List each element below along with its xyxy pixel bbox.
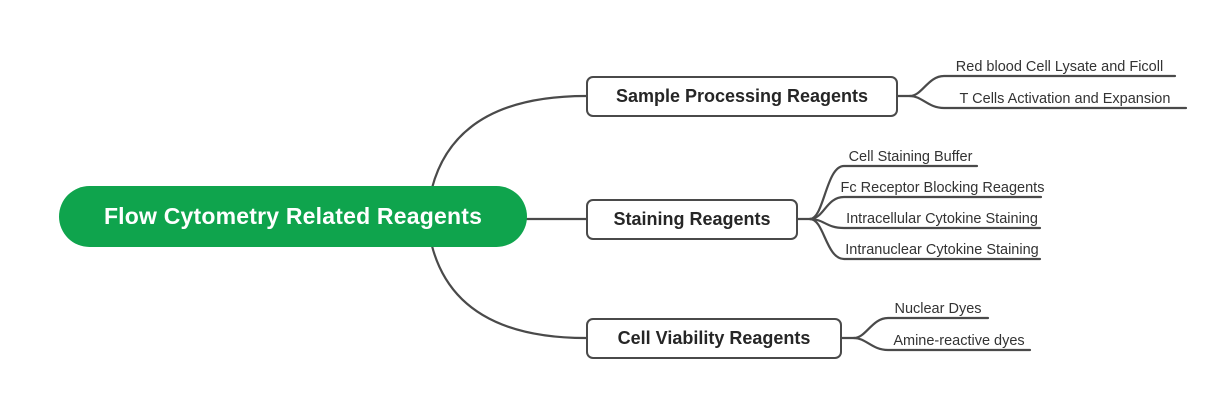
leaf-node-red-blood-cell-lysate-and-ficoll[interactable]: Red blood Cell Lysate and Ficoll bbox=[944, 52, 1175, 76]
leaf-node-label: T Cells Activation and Expansion bbox=[959, 90, 1171, 107]
leaf-node-intracellular-cytokine-staining[interactable]: Intracellular Cytokine Staining bbox=[844, 204, 1040, 228]
leaf-node-cell-staining-buffer[interactable]: Cell Staining Buffer bbox=[844, 142, 977, 166]
branch-node-label: Sample Processing Reagents bbox=[615, 86, 869, 106]
connector-root-to-branch-2 bbox=[430, 244, 588, 340]
leaf-node-label: Intranuclear Cytokine Staining bbox=[845, 241, 1039, 258]
branch-node-sample-processing-reagents[interactable]: Sample Processing Reagents bbox=[586, 76, 898, 117]
root-node-label: Flow Cytometry Related Reagents bbox=[103, 203, 483, 229]
branch-node-label: Staining Reagents bbox=[613, 209, 771, 229]
branch-node-label: Cell Viability Reagents bbox=[617, 328, 811, 348]
leaf-node-amine-reactive-dyes[interactable]: Amine-reactive dyes bbox=[888, 326, 1030, 350]
leaf-node-nuclear-dyes[interactable]: Nuclear Dyes bbox=[888, 294, 988, 318]
leaf-node-label: Intracellular Cytokine Staining bbox=[846, 210, 1038, 227]
connector-root-to-branch-0 bbox=[430, 94, 588, 190]
branch-node-cell-viability-reagents[interactable]: Cell Viability Reagents bbox=[586, 318, 842, 359]
leaf-node-label: Amine-reactive dyes bbox=[893, 332, 1025, 349]
leaf-node-label: Fc Receptor Blocking Reagents bbox=[840, 179, 1045, 196]
branch-node-staining-reagents[interactable]: Staining Reagents bbox=[586, 199, 798, 240]
leaf-node-label: Red blood Cell Lysate and Ficoll bbox=[955, 58, 1164, 75]
leaf-node-label: Cell Staining Buffer bbox=[848, 148, 973, 165]
root-node[interactable]: Flow Cytometry Related Reagents bbox=[59, 186, 527, 247]
leaf-node-intranuclear-cytokine-staining[interactable]: Intranuclear Cytokine Staining bbox=[844, 235, 1040, 259]
leaf-node-fc-receptor-blocking-reagents[interactable]: Fc Receptor Blocking Reagents bbox=[841, 173, 1045, 197]
leaf-node-t-cells-activation-and-expansion[interactable]: T Cells Activation and Expansion bbox=[944, 84, 1186, 108]
leaf-node-label: Nuclear Dyes bbox=[894, 300, 982, 317]
